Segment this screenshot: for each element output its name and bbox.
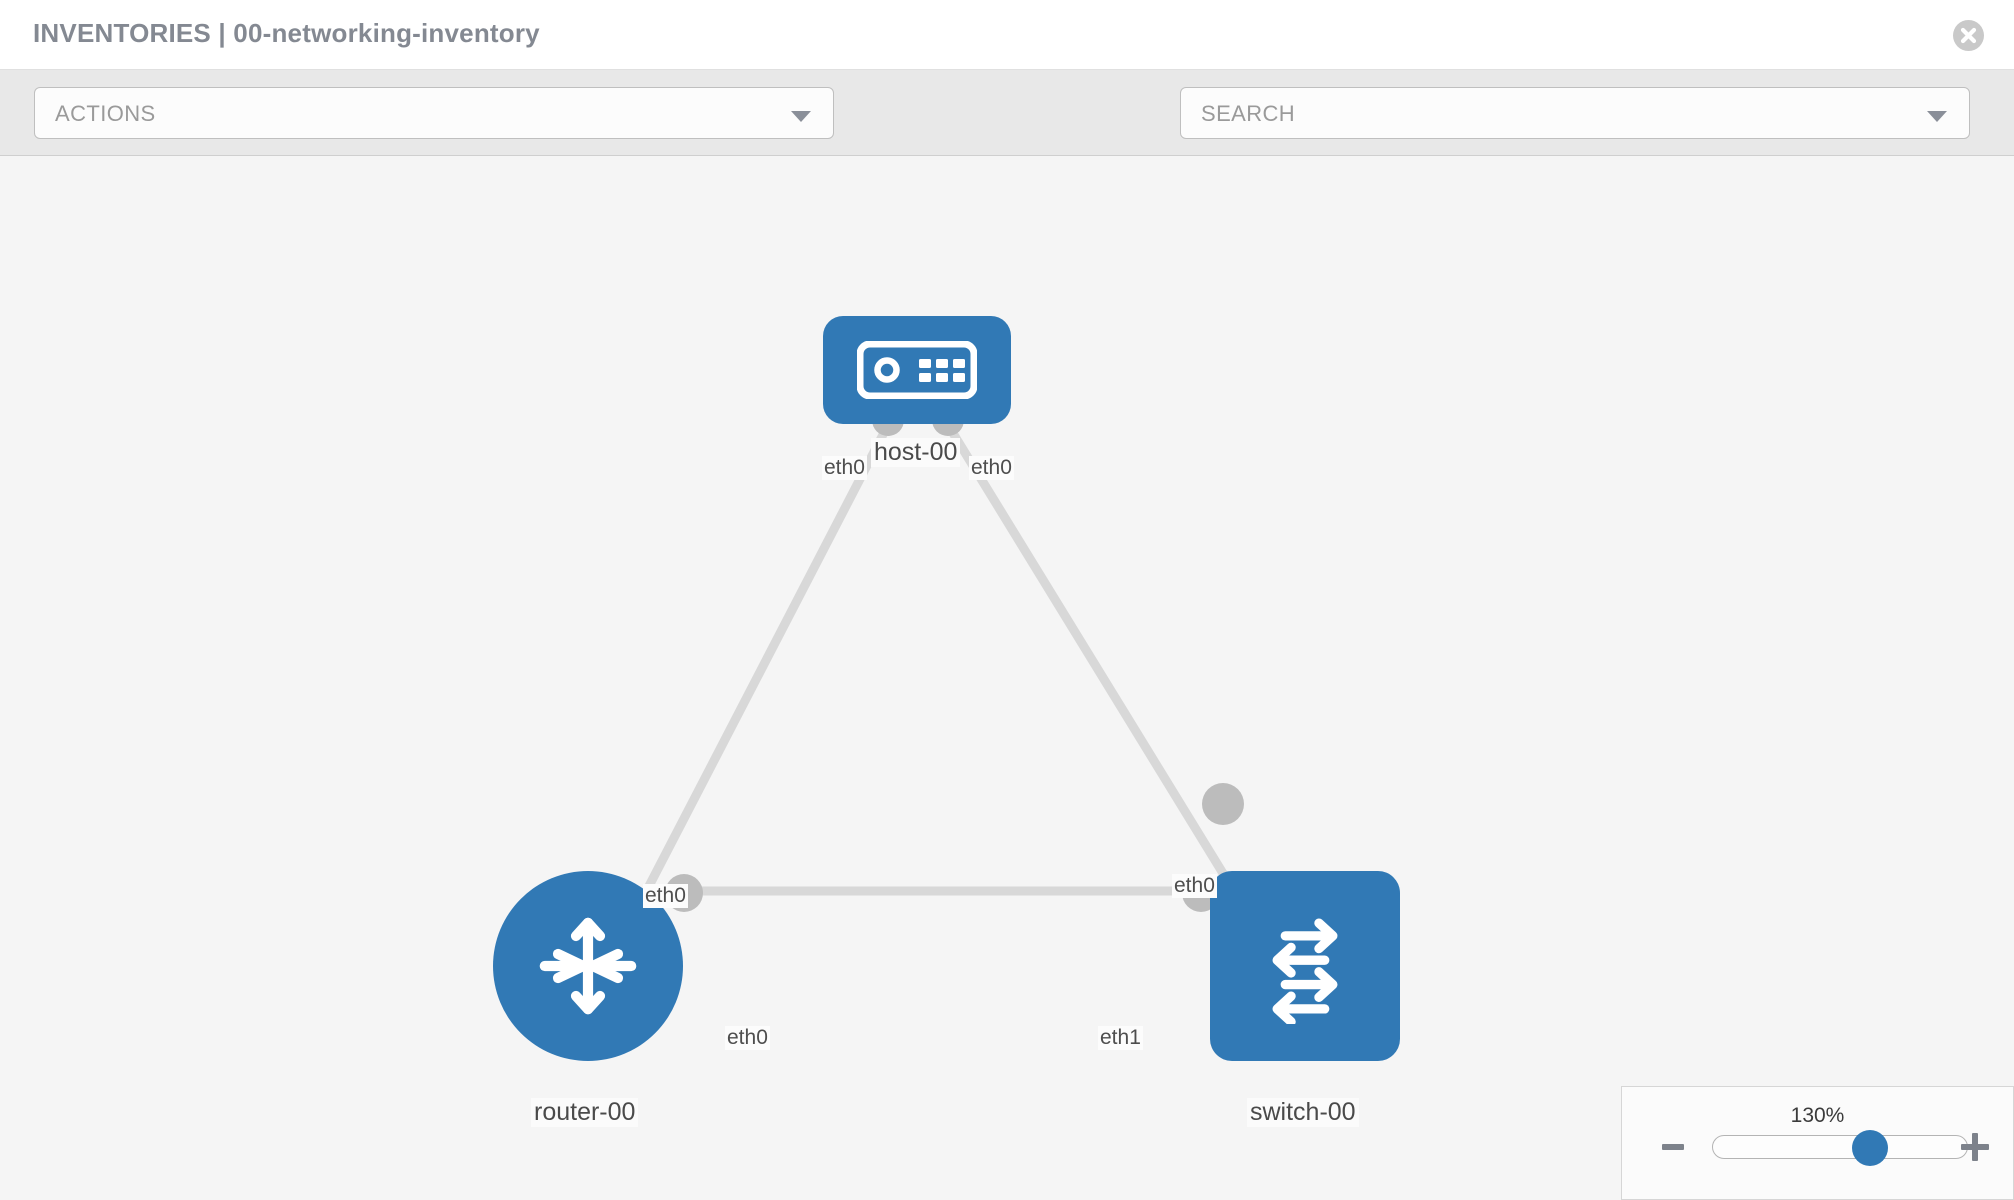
- topology-edges: [644, 422, 1236, 896]
- node-label-host-00: host-00: [871, 438, 961, 467]
- page-header: INVENTORIES | 00-networking-inventory: [0, 0, 2014, 70]
- interface-nub[interactable]: [1202, 783, 1244, 825]
- interface-label: eth0: [725, 1026, 770, 1050]
- actions-dropdown[interactable]: ACTIONS: [34, 87, 834, 139]
- interface-label: eth1: [1098, 1026, 1143, 1050]
- page-title: INVENTORIES | 00-networking-inventory: [33, 18, 540, 48]
- topology-canvas[interactable]: host-00 router-00 switch-00 eth0 eth0 eth0 eth…: [0, 156, 2014, 1200]
- interface-label: eth0: [643, 884, 688, 908]
- zoom-out-button[interactable]: [1662, 1144, 1684, 1150]
- zoom-in-button[interactable]: [1961, 1133, 1989, 1161]
- topology-node-switch-00[interactable]: [1210, 871, 1400, 1061]
- node-label-switch-00: switch-00: [1247, 1098, 1359, 1127]
- interface-label: eth0: [969, 456, 1014, 480]
- topology-link[interactable]: [944, 422, 1236, 891]
- search-input[interactable]: SEARCH: [1180, 87, 1970, 139]
- interface-label: eth0: [1172, 874, 1217, 898]
- zoom-level-value: 130%: [1790, 1104, 1845, 1127]
- chevron-down-icon: [791, 111, 811, 122]
- close-icon[interactable]: [1953, 20, 1984, 51]
- zoom-slider-thumb[interactable]: [1852, 1130, 1889, 1166]
- search-input-placeholder: SEARCH: [1201, 101, 1296, 126]
- topology-link[interactable]: [644, 422, 892, 891]
- chevron-down-icon: [1927, 111, 1947, 122]
- switch-exchange-arrows-icon[interactable]: [1210, 871, 1400, 1061]
- node-label-router-00: router-00: [531, 1098, 639, 1127]
- interface-label: eth0: [822, 456, 867, 480]
- server-appliance-icon[interactable]: [823, 316, 1011, 424]
- topology-node-host-00[interactable]: [823, 316, 1011, 424]
- zoom-control-panel: 130%: [1621, 1086, 2014, 1200]
- toolbar: ACTIONS SEARCH: [0, 70, 2014, 198]
- zoom-slider[interactable]: [1712, 1130, 1968, 1166]
- actions-dropdown-label: ACTIONS: [55, 101, 156, 126]
